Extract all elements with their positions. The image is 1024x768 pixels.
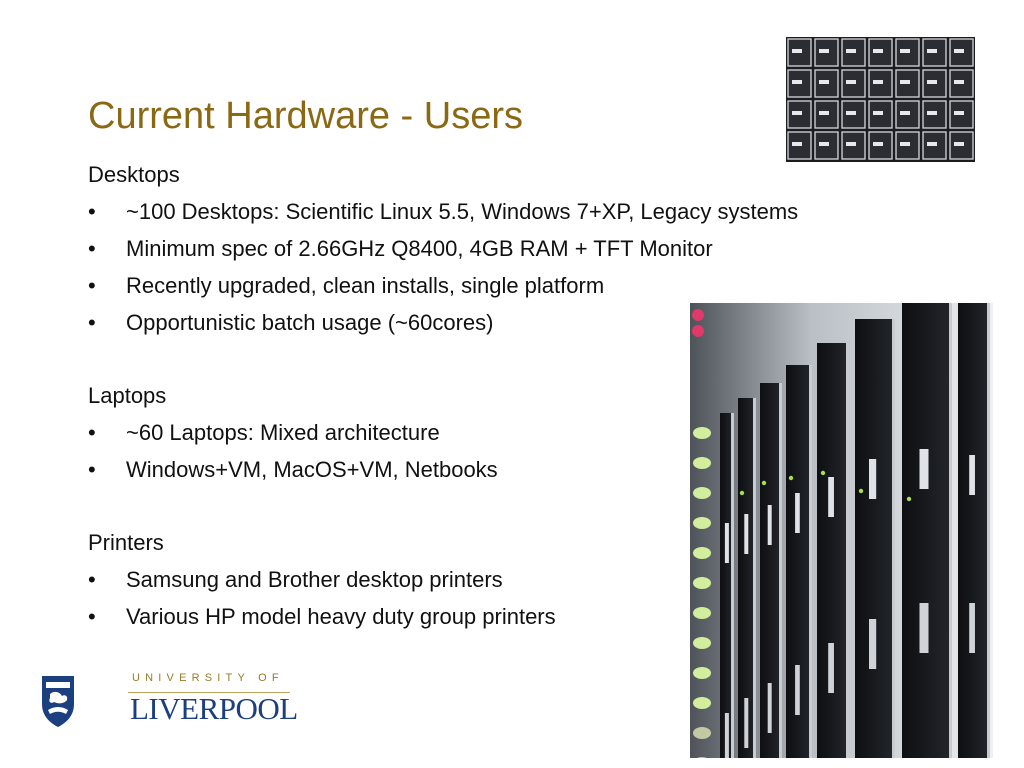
server-rack-graphic	[690, 303, 993, 758]
bullet-dot: •	[88, 236, 96, 261]
section-heading: Desktops	[88, 162, 180, 187]
bullet-dot: •	[88, 420, 96, 445]
section-heading: Laptops	[88, 383, 167, 408]
server-front-panels-graphic	[786, 37, 975, 162]
bullet-text: Opportunistic batch usage (~60cores)	[126, 310, 494, 335]
section-heading: Printers	[88, 530, 164, 555]
bullet-dot: •	[88, 310, 96, 335]
bullet-item: • ~60 Laptops: Mixed architecture	[88, 416, 968, 453]
crest-icon	[42, 676, 74, 727]
bullet-item: • Recently upgraded, clean installs, sing…	[88, 269, 968, 306]
bullet-list: • ~60 Laptops: Mixed architecture • Windows…	[88, 416, 968, 490]
bullet-item: • Samsung and Brother desktop printers	[88, 563, 968, 600]
bullet-dot: •	[88, 273, 96, 298]
bullet-text: ~100 Desktops: Scientific Linux 5.5, Win…	[126, 199, 799, 224]
bullet-list: • ~100 Desktops: Scientific Linux 5.5, Wi…	[88, 195, 968, 343]
bullet-list: • Samsung and Brother desktop printers • Va…	[88, 563, 968, 637]
bullet-dot: •	[88, 199, 96, 224]
bullet-text: Windows+VM, MacOS+VM, Netbooks	[126, 457, 498, 482]
logo-university-of: UNIVERSITY OF	[132, 672, 284, 684]
bullet-text: Samsung and Brother desktop printers	[126, 567, 503, 592]
bullet-text: Minimum spec of 2.66GHz Q8400, 4GB RAM +…	[126, 236, 713, 261]
university-logo: UNIVERSITY OF LIVERPOOL	[40, 670, 298, 730]
bullet-item: • Minimum spec of 2.66GHz Q8400, 4GB RAM …	[88, 232, 968, 269]
server-rack-image	[690, 303, 993, 758]
server-front-panels-image	[786, 37, 975, 162]
bullet-dot: •	[88, 457, 96, 482]
bullet-item: • ~100 Desktops: Scientific Linux 5.5, Wi…	[88, 195, 968, 232]
logo-divider	[128, 692, 290, 693]
slide-title: Current Hardware - Users	[88, 95, 523, 137]
bullet-text: ~60 Laptops: Mixed architecture	[126, 420, 440, 445]
bullet-item: • Opportunistic batch usage (~60cores)	[88, 306, 968, 343]
section-gap	[88, 490, 968, 526]
bullet-dot: •	[88, 604, 96, 629]
bullet-item: • Various HP model heavy duty group print…	[88, 600, 968, 637]
logo-liverpool: LIVERPOOL	[130, 691, 298, 726]
bullet-dot: •	[88, 567, 96, 592]
bullet-item: • Windows+VM, MacOS+VM, Netbooks	[88, 453, 968, 490]
bullet-text: Recently upgraded, clean installs, singl…	[126, 273, 605, 298]
bullet-text: Various HP model heavy duty group printe…	[126, 604, 556, 629]
section-gap	[88, 343, 968, 379]
slide-body: Desktops • ~100 Desktops: Scientific Linux…	[88, 158, 968, 637]
